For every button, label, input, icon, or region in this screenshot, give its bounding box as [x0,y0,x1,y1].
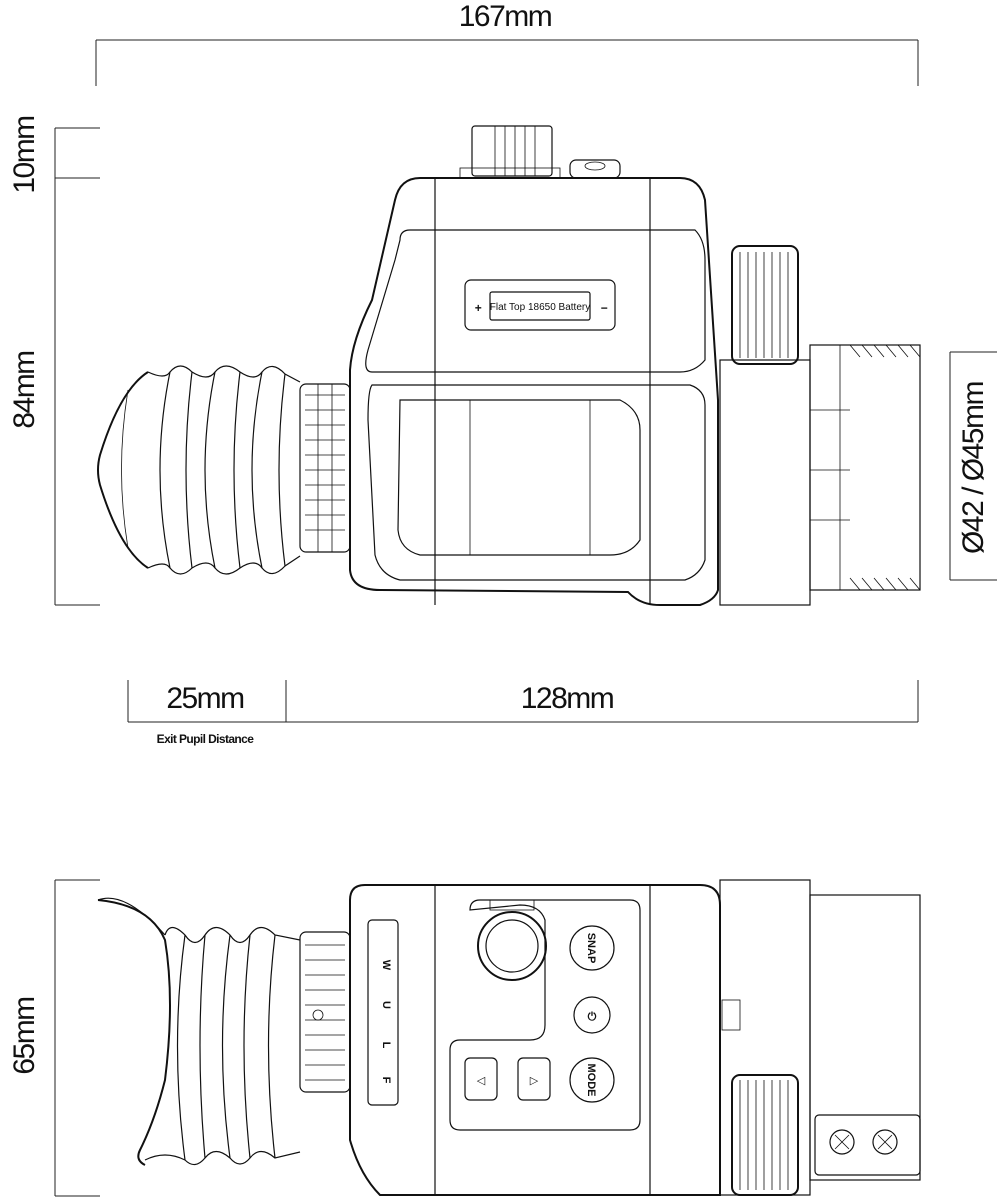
width-label: 65mm [8,997,41,1075]
focus-ring [299,383,351,553]
top-eyecup [97,897,301,1166]
body-height-dimension: 84mm [8,351,41,429]
power-button[interactable]: ⏻ [573,996,611,1034]
width-dimension: 65mm [8,879,100,1197]
battery-minus-sign: − [601,301,608,315]
top-body: W U L F [349,884,721,1196]
side-label-l: L [380,1042,392,1049]
side-label-u: U [380,1001,392,1009]
body-length-label: 128mm [521,682,614,715]
left-button[interactable]: ◁ [464,1057,498,1101]
top-focus-ring [299,931,351,1093]
control-knob[interactable] [477,899,547,981]
body-height-label: 84mm [8,351,41,429]
snap-button-label: SNAP [585,933,597,964]
eye-relief-label: 25mm [166,682,244,715]
left-arrow-icon: ◁ [477,1075,486,1087]
top-objective [719,879,921,1196]
length-dimensions: 25mm 128mm Exit Pupil Distance [127,680,919,746]
right-arrow-icon: ▷ [530,1075,539,1087]
power-icon: ⏻ [588,1010,597,1023]
objective-barrel [719,344,921,606]
mode-button[interactable]: MODE [569,1057,615,1103]
main-body: Flat Top 18650 Battery + − [349,177,719,606]
mode-button-label: MODE [585,1064,597,1097]
top-height-label: 10mm [8,116,41,194]
side-label-w: W [380,960,392,971]
overall-length-label: 167mm [459,0,552,33]
top-view: W U L F SNAP ⏻ MODE ◁ ▷ [97,879,921,1196]
eyecup-bellows [97,365,301,575]
overall-length-dimension: 167mm [95,0,919,86]
battery-label: Flat Top 18650 Battery [490,302,590,313]
top-height-dimension: 10mm [8,116,100,606]
top-knobs [459,125,621,179]
side-label-f: F [380,1077,392,1084]
objective-wheel [731,245,799,365]
snap-button[interactable]: SNAP [569,925,615,971]
lens-diameter-label: Ø42 / Ø45mm [957,382,990,554]
battery-plus-sign: + [475,301,482,315]
eye-relief-caption: Exit Pupil Distance [157,732,255,746]
right-button[interactable]: ▷ [517,1057,551,1101]
lens-diameter-dimension: Ø42 / Ø45mm [949,351,997,581]
side-view: Flat Top 18650 Battery + − [97,125,921,606]
